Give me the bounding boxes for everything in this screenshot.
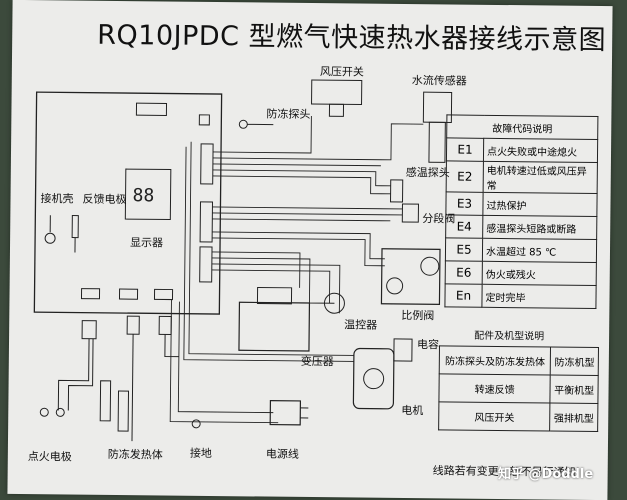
label-antifreeze-probe: 防冻探头	[266, 107, 311, 121]
label-ground-shell: 接机壳	[40, 192, 74, 206]
board-connector-3	[153, 288, 174, 301]
board-connector-top	[135, 102, 168, 116]
label-temp-limiter: 温控器	[344, 318, 378, 332]
label-antifreeze-heater: 防冻发热体	[107, 447, 163, 462]
model-table: 防冻探头及防冻发热体防冻机型 转速反馈平衡机型 风压开关强排机型	[438, 345, 599, 432]
table-row: 风压开关强排机型	[438, 401, 598, 432]
label-power-cord: 电源线	[265, 447, 299, 461]
label-wind-pressure-switch: 风压开关	[319, 65, 364, 79]
label-sheet: RQ10JPDC 型燃气快速热水器接线示意图 88	[7, 0, 613, 500]
watermark: 知乎 @Doddle	[498, 467, 594, 482]
board-connector-mid	[199, 201, 214, 243]
board-connector-1	[80, 288, 101, 300]
wiring-diagram: 88	[33, 79, 453, 442]
label-transformer: 变压器	[300, 354, 334, 369]
board-connector-small	[198, 114, 210, 126]
label-ground: 接地	[189, 446, 212, 460]
label-proportional-valve: 比例阀	[401, 308, 435, 323]
transformer-body	[238, 301, 311, 352]
label-feedback-electrode: 反馈电极	[82, 192, 127, 207]
board-connector-left	[200, 143, 214, 185]
label-motor: 电机	[401, 403, 424, 418]
label-ignition-electrode: 点火电极	[27, 450, 72, 464]
label-water-flow-sensor: 水流传感器	[411, 74, 467, 88]
gas-valve-block	[380, 248, 441, 305]
fault-table-header: 故障代码说明	[446, 114, 598, 140]
board-connector-low	[199, 246, 213, 283]
power-plug	[269, 399, 302, 426]
table-row: 防冻探头及防冻发热体防冻机型	[439, 345, 599, 376]
display-module	[124, 168, 172, 221]
table-row: 转速反馈平衡机型	[438, 373, 599, 404]
svg-text:88: 88	[132, 185, 154, 206]
control-board	[33, 91, 223, 315]
wind-pressure-switch-body	[311, 79, 363, 106]
board-connector-2	[118, 288, 139, 300]
label-temp-probe: 感温探头	[405, 165, 450, 180]
label-display: 显示器	[129, 236, 164, 250]
label-capacitor: 电容	[416, 338, 440, 352]
temp-limiter-symbol	[323, 292, 345, 314]
model-table-header: 配件及机型说明	[474, 330, 545, 343]
motor-body	[352, 347, 395, 410]
